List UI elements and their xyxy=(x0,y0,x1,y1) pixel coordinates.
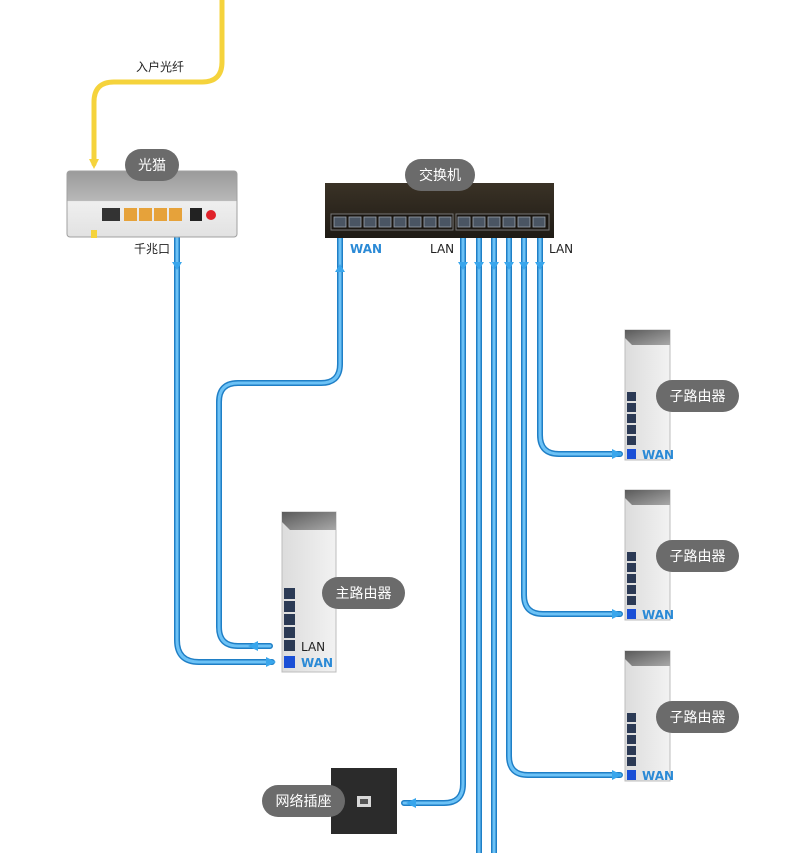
svg-text:子路由器: 子路由器 xyxy=(670,549,726,565)
main-router-label: 主路由器 xyxy=(322,577,405,609)
modem-lan-port xyxy=(169,208,182,221)
sub-router-3-label: 子路由器 xyxy=(656,701,739,733)
sub-router-1-wan-port xyxy=(627,449,636,459)
switch-lan-right-label: LAN xyxy=(549,242,573,256)
svg-text:光猫: 光猫 xyxy=(138,158,166,174)
sub-router-3-wan-label: WAN xyxy=(642,769,674,783)
modem-power-port xyxy=(190,208,202,221)
fiber-cable xyxy=(89,0,225,169)
svg-text:网络插座: 网络插座 xyxy=(276,794,332,810)
svg-text:主路由器: 主路由器 xyxy=(336,586,392,602)
cable-switch-down-1 xyxy=(474,225,484,853)
cable-switch-down-2 xyxy=(489,225,499,853)
sub-router-2-wan-label: WAN xyxy=(642,608,674,622)
cable-switch-to-sub-router-3 xyxy=(504,225,623,780)
sub-router-1-label: 子路由器 xyxy=(656,380,739,412)
sub-router-2-wan-port xyxy=(627,609,636,619)
modem-lan-port xyxy=(124,208,137,221)
main-router-lan-port xyxy=(284,640,295,651)
wall-socket-label: 网络插座 xyxy=(262,785,345,817)
switch xyxy=(325,183,554,238)
pill-labels: 光猫 交换机 主路由器 子路由器 子路由器 子路由器 网络插座 xyxy=(125,149,739,817)
switch-lan-left-label: LAN xyxy=(430,242,454,256)
modem-lan-port xyxy=(139,208,152,221)
switch-wan-label: WAN xyxy=(350,242,382,256)
switch-label: 交换机 xyxy=(405,159,475,191)
main-router-wan-port xyxy=(284,656,295,668)
cable-switch-to-socket xyxy=(401,225,468,808)
text-labels: 入户光纤 千兆口 WAN LAN LAN LAN WAN WAN WAN WAN xyxy=(134,59,674,783)
modem-label: 光猫 xyxy=(125,149,179,181)
fiber-in-label: 入户光纤 xyxy=(136,59,184,74)
cables xyxy=(89,0,623,853)
cable-modem-to-main-router xyxy=(172,207,276,667)
switch-ports xyxy=(333,216,546,228)
svg-text:子路由器: 子路由器 xyxy=(670,389,726,405)
modem-power-button xyxy=(206,210,216,220)
cable-switch-to-sub-router-2 xyxy=(519,225,623,619)
cable-switch-to-sub-router-1 xyxy=(535,225,623,459)
svg-text:交换机: 交换机 xyxy=(419,167,461,184)
modem-port-slot xyxy=(102,208,120,221)
svg-text:子路由器: 子路由器 xyxy=(670,710,726,726)
sub-router-1-wan-label: WAN xyxy=(642,448,674,462)
main-router-wan-label: WAN xyxy=(301,656,333,670)
modem xyxy=(66,170,238,238)
sub-router-2 xyxy=(624,489,671,621)
sub-router-3-wan-port xyxy=(627,770,636,780)
sub-router-2-label: 子路由器 xyxy=(656,540,739,572)
modem-lan-port xyxy=(154,208,167,221)
gigabit-port-label: 千兆口 xyxy=(134,242,170,256)
main-router-lan-label: LAN xyxy=(301,640,325,654)
cable-main-router-to-switch xyxy=(216,225,345,651)
main-router xyxy=(281,511,337,673)
